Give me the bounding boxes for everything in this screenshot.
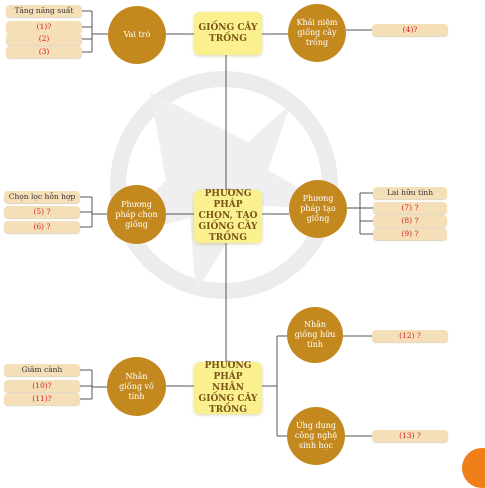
- leaf-blank-8: (8) ?: [373, 215, 447, 227]
- leaf-blank-13: (13) ?: [372, 430, 448, 442]
- leaf-blank-5: (5) ?: [4, 206, 80, 218]
- center-node-giong-cay-trong: GIỐNG CÂY TRỒNG: [194, 12, 262, 55]
- leaf-blank-11: (11)?: [4, 393, 80, 405]
- circle-node-phuong-phap-tao-giong: Phương pháp tạo giống: [289, 180, 347, 238]
- circle-node-label: Vai trò: [123, 30, 151, 39]
- circle-node-label: Ứng dụng công nghệ sinh học: [294, 421, 338, 450]
- leaf-blank-9: (9) ?: [373, 228, 447, 240]
- leaf-chon-loc-hon-hop: Chọn lọc hỗn hợp: [4, 191, 80, 203]
- mind-map: GIỐNG CÂY TRỒNG PHƯƠNG PHÁP CHỌN, TẠO GI…: [4, 4, 485, 488]
- circle-node-label: Nhân giống vô tính: [119, 371, 154, 401]
- center-node-label: PHƯƠNG PHÁP CHỌN, TẠO GIỐNG CÂY TRỒNG: [198, 189, 258, 243]
- circle-node-label: Khái niệm giống cây trồng: [296, 18, 338, 47]
- center-node-label: PHƯƠNG PHÁP NHÂN GIỐNG CÂY TRỒNG: [198, 360, 258, 415]
- leaf-giam-canh: Giâm cành: [4, 364, 80, 376]
- circle-node-nhan-giong-vo-tinh: Nhân giống vô tính: [107, 357, 166, 416]
- center-node-phuong-phap-chon-tao: PHƯƠNG PHÁP CHỌN, TẠO GIỐNG CÂY TRỒNG: [194, 189, 262, 243]
- leaf-blank-2: (2): [6, 33, 82, 45]
- circle-node-nhan-giong-huu-tinh: Nhân giống hữu tính: [287, 307, 343, 363]
- leaf-blank-10: (10)?: [4, 380, 80, 392]
- circle-node-ung-dung-cong-nghe: Ứng dụng công nghệ sinh học: [287, 407, 345, 465]
- center-node-phuong-phap-nhan: PHƯƠNG PHÁP NHÂN GIỐNG CÂY TRỒNG: [194, 360, 262, 415]
- leaf-blank-6: (6) ?: [4, 221, 80, 233]
- circle-node-khai-niem: Khái niệm giống cây trồng: [288, 4, 346, 62]
- leaf-blank-3: (3): [6, 46, 82, 58]
- circle-node-phuong-phap-chon-giong: Phương pháp chọn giống: [107, 185, 166, 244]
- circle-node-vai-tro: Vai trò: [108, 6, 166, 64]
- connector-lines: [80, 10, 373, 437]
- leaf-blank-1: (1)?: [6, 21, 82, 33]
- leaf-lai-huu-tinh: Lai hữu tính: [373, 187, 447, 199]
- circle-node-label: Nhân giống hữu tính: [294, 320, 336, 349]
- center-node-label: GIỐNG CÂY TRỒNG: [198, 22, 258, 44]
- leaf-blank-4: (4)?: [372, 24, 448, 36]
- circle-node-label: Phương pháp chọn giống: [115, 199, 158, 229]
- leaf-tang-nang-suat: Tăng năng suất: [6, 5, 82, 17]
- circle-node-label: Phương pháp tạo giống: [300, 194, 336, 223]
- leaf-blank-7: (7) ?: [373, 202, 447, 214]
- leaf-blank-12: (12) ?: [372, 330, 448, 342]
